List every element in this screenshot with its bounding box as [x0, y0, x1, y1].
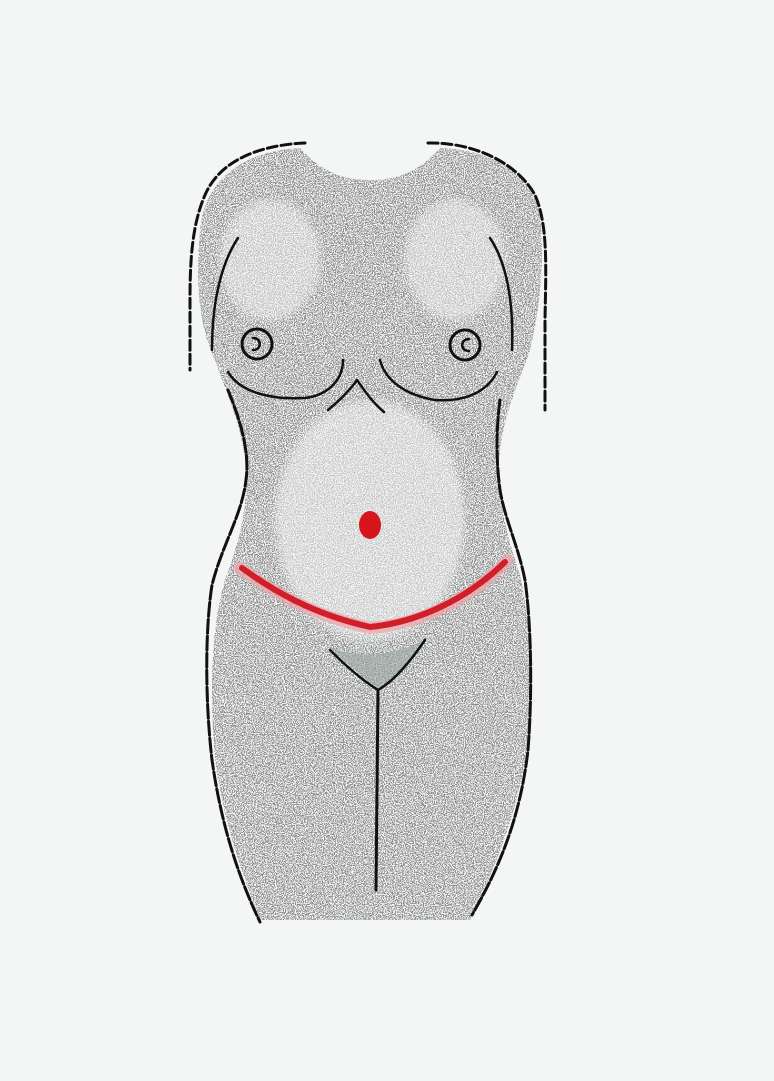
- chest-highlight-left: [220, 200, 320, 320]
- inner-thigh-line: [376, 690, 378, 890]
- chest-highlight-right: [405, 200, 505, 320]
- umbilicus-marker: [359, 511, 381, 539]
